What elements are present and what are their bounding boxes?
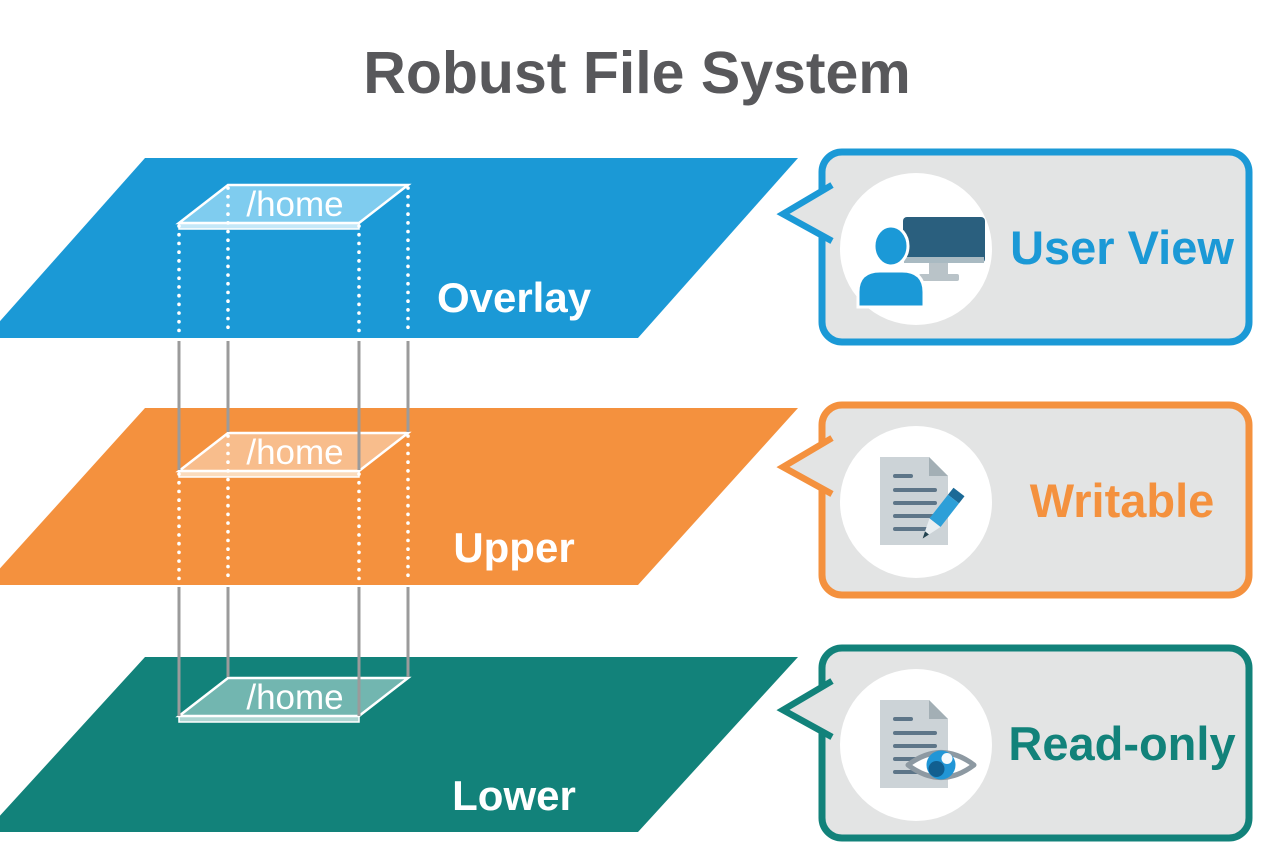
monitor-stand-neck [929,263,948,274]
monitor-icon [903,217,985,263]
document-pencil-icon [880,457,965,545]
upper-mount-label: /home [246,433,343,472]
overlay-mount-label: /home [246,185,343,224]
person-head-icon [872,224,910,268]
pencil-body [929,494,959,528]
callout-user-view-label: User View [1010,221,1234,274]
overlay-dotted-connectors [177,186,410,337]
doc-line [893,731,937,735]
overlay-plane [0,158,798,338]
page-title: Robust File System [363,40,911,106]
lower-mount-label: /home [246,678,343,717]
upper-dotted-connectors [177,434,410,584]
doc-line [893,527,931,531]
pencil-icon [922,487,965,539]
callout-tail [776,678,834,740]
doc-line [893,717,913,721]
document-fold [929,457,948,476]
eye-highlight [941,753,953,764]
overlay-layer-label: Overlay [437,274,592,321]
eye-pupil [928,761,945,777]
callout-tail [776,435,834,497]
layer-overlay: /home Overlay [0,158,798,338]
doc-line [893,514,937,518]
upper-layer-label: Upper [453,524,574,571]
callout-read-only-label: Read-only [1008,717,1235,770]
callout-writable: Writable [776,401,1253,599]
document-text-lines [893,474,937,531]
upper-plane [0,408,798,585]
document-fold [929,700,948,719]
lower-layer-label: Lower [452,772,576,819]
person-body-icon [856,269,926,309]
inter-layer-connectors [177,341,410,716]
layer-lower: /home Lower [0,657,798,832]
monitor-chin [904,257,984,263]
doc-line [893,488,937,492]
monitor-stand-base [919,274,959,281]
pencil-wood [925,518,941,535]
callout-writable-label: Writable [1030,474,1215,527]
lower-home-box [175,676,412,718]
pencil-tip [922,531,929,539]
pencil-cap [947,487,965,504]
layer-upper: /home Upper [0,408,798,585]
callout-read-only: Read-only [776,644,1253,842]
doc-line [893,474,913,478]
callout-tail [776,182,834,244]
overlay-home-box [175,183,412,225]
callout-user-view: User View [776,148,1253,346]
doc-line [893,744,937,748]
document-eye-icon [880,700,977,788]
upper-home-box [175,431,412,473]
eye-icon [905,750,977,780]
user-monitor-icon [856,217,985,309]
doc-line [893,501,937,505]
